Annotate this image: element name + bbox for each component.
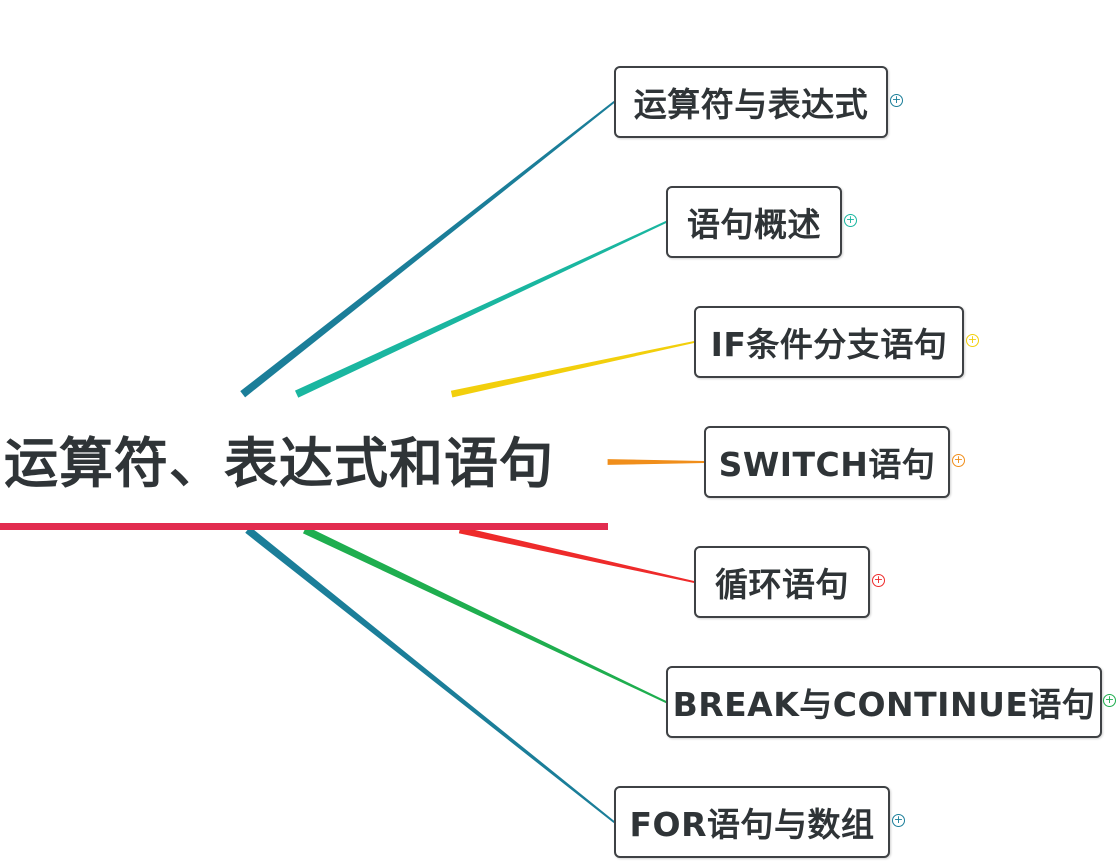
- expand-toggle-icon[interactable]: +: [892, 813, 905, 827]
- expand-toggle-icon[interactable]: +: [872, 573, 885, 587]
- topic-label: SWITCH语句: [718, 445, 936, 484]
- expand-toggle-icon[interactable]: +: [952, 453, 965, 467]
- topic-switch-statement[interactable]: SWITCH语句: [704, 426, 950, 498]
- topic-for-arrays[interactable]: FOR语句与数组: [614, 786, 890, 858]
- branch-line-7: [245, 526, 615, 824]
- branch-line-5: [458, 526, 695, 584]
- root-underline: [0, 523, 608, 530]
- topic-label: 语句概述: [687, 205, 821, 244]
- expand-toggle-icon[interactable]: +: [844, 213, 857, 227]
- topic-label: 循环语句: [715, 565, 849, 604]
- branch-line-2: [294, 220, 667, 398]
- central-topic[interactable]: 运算符、表达式和语句: [4, 432, 554, 495]
- branch-line-1: [240, 100, 615, 398]
- expand-toggle-icon[interactable]: +: [1103, 693, 1116, 707]
- topic-label: FOR语句与数组: [629, 805, 875, 844]
- topic-label: IF条件分支语句: [710, 325, 948, 364]
- topic-if-statement[interactable]: IF条件分支语句: [694, 306, 964, 378]
- expand-toggle-icon[interactable]: +: [890, 93, 903, 107]
- topic-label: 运算符与表达式: [633, 85, 869, 124]
- topic-operators-expressions[interactable]: 运算符与表达式: [614, 66, 888, 138]
- branch-line-3: [450, 340, 695, 398]
- topic-statement-overview[interactable]: 语句概述: [666, 186, 842, 258]
- topic-loop-statement[interactable]: 循环语句: [694, 546, 870, 618]
- expand-toggle-icon[interactable]: +: [966, 333, 979, 347]
- topic-label: BREAK与CONTINUE语句: [672, 685, 1096, 724]
- topic-break-continue[interactable]: BREAK与CONTINUE语句: [666, 666, 1102, 738]
- branch-line-4: [607, 459, 705, 465]
